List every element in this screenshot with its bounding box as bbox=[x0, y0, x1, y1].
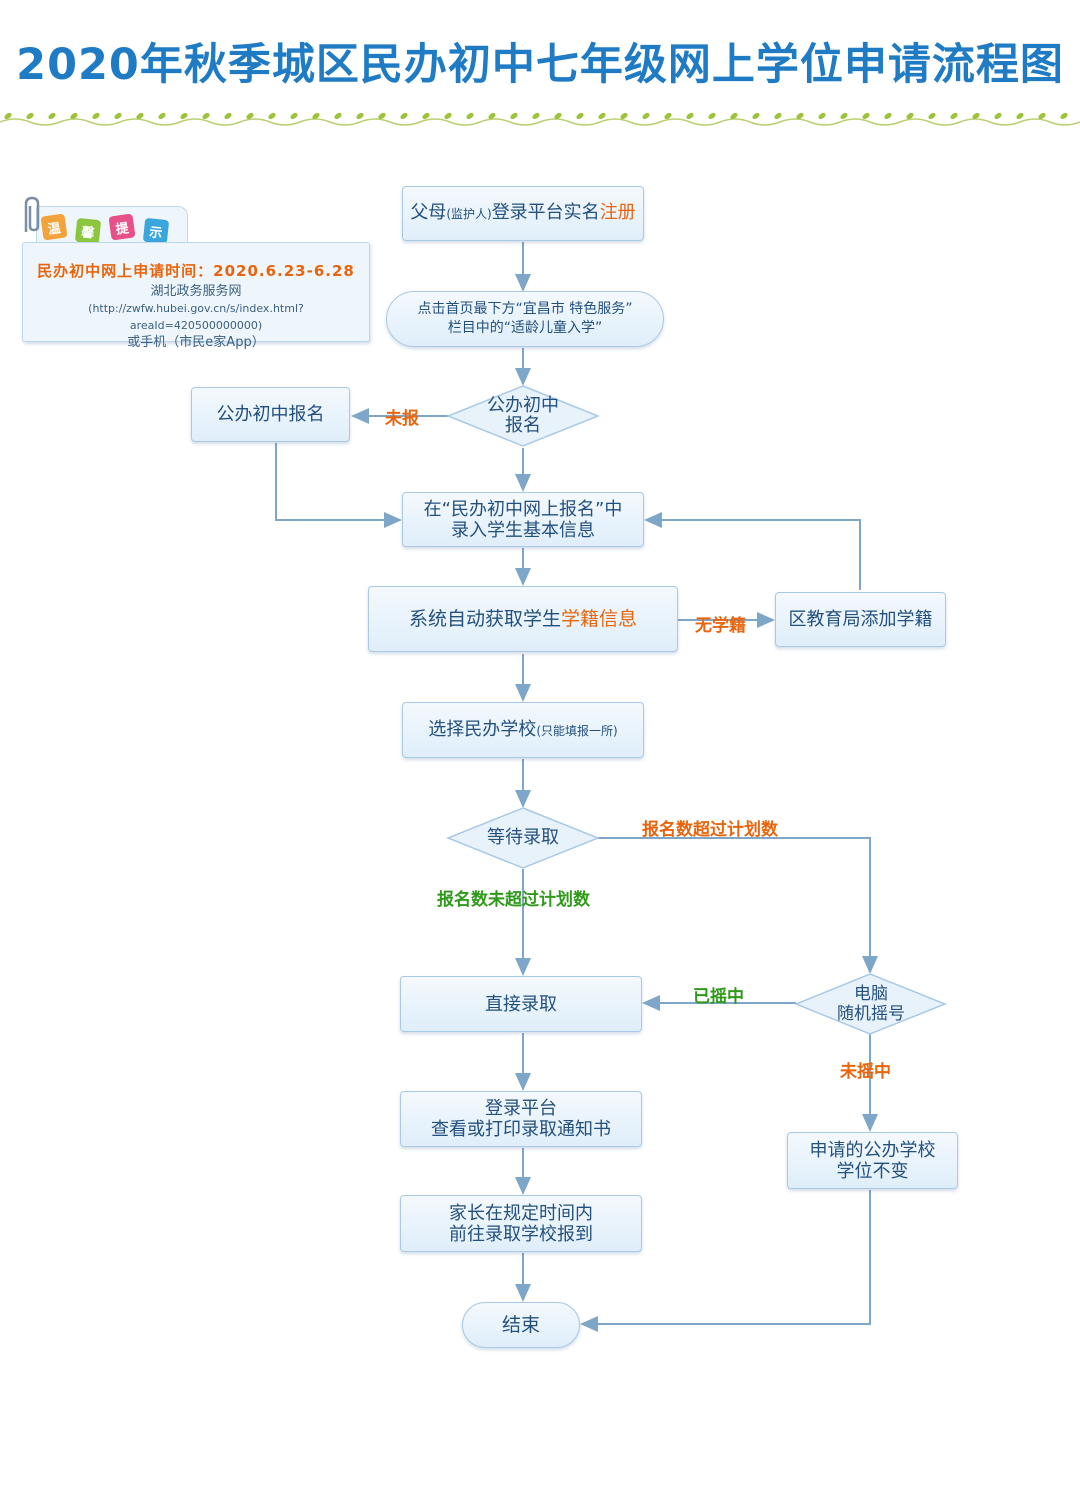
leaf-icon bbox=[158, 112, 166, 120]
label-not-registered: 未报 bbox=[385, 409, 419, 429]
leaf-icon bbox=[620, 112, 628, 120]
leaf-icon bbox=[1038, 112, 1046, 120]
leaf-icon bbox=[114, 112, 122, 120]
leaf-icon bbox=[796, 112, 804, 120]
node-report: 家长在规定时间内前往录取学校报到 bbox=[400, 1195, 642, 1252]
diamond-public-question bbox=[445, 385, 601, 447]
diamond-wait-text: 等待录取 bbox=[487, 827, 559, 848]
leaf-icon bbox=[708, 112, 716, 120]
tip-card: 民办初中网上申请时间：2020.6.23-6.28 湖北政务服务网 (http:… bbox=[22, 242, 370, 350]
tip-time: 民办初中网上申请时间：2020.6.23-6.28 bbox=[37, 262, 355, 280]
node-enter-info: 在“民办初中网上报名”中录入学生基本信息 bbox=[402, 492, 644, 547]
label-over-plan: 报名数超过计划数 bbox=[642, 820, 778, 840]
diamond-lottery-text: 电脑随机摇号 bbox=[837, 984, 905, 1024]
node-register: 父母(监护人)登录平台实名注册 bbox=[402, 186, 644, 241]
leaf-icon bbox=[906, 112, 914, 120]
leaf-icon bbox=[774, 112, 782, 120]
node-system-fetch: 系统自动获取学生学籍信息 bbox=[368, 586, 678, 652]
leaf-icon bbox=[92, 112, 100, 120]
leaf-icon bbox=[444, 112, 452, 120]
leaf-icon bbox=[818, 112, 826, 120]
leaf-icon bbox=[268, 112, 276, 120]
edge-wait-lottery bbox=[598, 837, 878, 974]
leaf-icon bbox=[928, 112, 936, 120]
leaf-icon bbox=[4, 112, 12, 120]
tip-app-line: 或手机（市民e家App） bbox=[127, 335, 265, 350]
leaf-icon bbox=[246, 112, 254, 120]
node-print-notice: 登录平台查看或打印录取通知书 bbox=[400, 1091, 642, 1147]
diamond-lottery bbox=[794, 973, 948, 1035]
leaf-icon bbox=[136, 112, 144, 120]
edge-keep-end bbox=[580, 1190, 871, 1332]
leaf-icon bbox=[730, 112, 738, 120]
leaf-icon bbox=[26, 112, 34, 120]
leaf-icon bbox=[70, 112, 78, 120]
leaf-icon bbox=[378, 112, 386, 120]
node-end: 结束 bbox=[462, 1302, 580, 1348]
leaf-icon bbox=[334, 112, 342, 120]
page-title: 2020年秋季城区民办初中七年级网上学位申请流程图 bbox=[16, 40, 1064, 90]
node-choose-school: 选择民办学校(只能填报一所) bbox=[402, 702, 644, 758]
leaf-icon bbox=[994, 112, 1002, 120]
leaf-icon bbox=[356, 112, 364, 120]
node-click-home: 点击首页最下方“宜昌市 特色服务” 栏目中的“适龄儿童入学” bbox=[386, 291, 664, 347]
leaf-icon bbox=[290, 112, 298, 120]
leaf-icon bbox=[1060, 112, 1068, 120]
node-public-keep: 申请的公办学校学位不变 bbox=[787, 1132, 958, 1189]
leaf-icon bbox=[884, 112, 892, 120]
node-add-record: 区教育局添加学籍 bbox=[775, 592, 946, 647]
leaf-icon bbox=[664, 112, 672, 120]
leaf-icon bbox=[312, 112, 320, 120]
label-not-won: 未摇中 bbox=[840, 1062, 891, 1082]
leaf-icon bbox=[950, 112, 958, 120]
label-within-plan: 报名数未超过计划数 bbox=[437, 890, 590, 910]
leaf-icon bbox=[510, 112, 518, 120]
diamond-public-question-text: 公办初中报名 bbox=[487, 395, 559, 436]
leaf-icon bbox=[840, 112, 848, 120]
leaf-icon bbox=[422, 112, 430, 120]
leaf-icon bbox=[466, 112, 474, 120]
leaf-icon bbox=[598, 112, 606, 120]
leaf-icon bbox=[686, 112, 694, 120]
vine-divider bbox=[0, 112, 1080, 126]
leaf-icon bbox=[642, 112, 650, 120]
diamond-wait bbox=[445, 807, 601, 869]
leaf-icon bbox=[752, 112, 760, 120]
node-direct-admit: 直接录取 bbox=[400, 976, 642, 1032]
leaf-icon bbox=[532, 112, 540, 120]
edge-public-enter bbox=[275, 443, 402, 528]
leaf-icon bbox=[576, 112, 584, 120]
label-won: 已摇中 bbox=[693, 987, 744, 1007]
leaf-icon bbox=[1016, 112, 1024, 120]
leaf-icon bbox=[48, 112, 56, 120]
leaf-icon bbox=[488, 112, 496, 120]
edge-add-enter bbox=[644, 512, 861, 590]
node-public-signup: 公办初中报名 bbox=[191, 387, 350, 442]
label-no-record: 无学籍 bbox=[695, 616, 746, 636]
leaf-icon bbox=[202, 112, 210, 120]
leaf-icon bbox=[180, 112, 188, 120]
tip-site-url: (http://zwfw.hubei.gov.cn/s/index.html?a… bbox=[88, 302, 304, 332]
leaf-icon bbox=[972, 112, 980, 120]
paperclip-icon bbox=[24, 196, 40, 232]
leaf-icon bbox=[400, 112, 408, 120]
leaf-icon bbox=[862, 112, 870, 120]
leaf-icon bbox=[224, 112, 232, 120]
leaf-icon bbox=[554, 112, 562, 120]
tip-site-name: 湖北政务服务网 bbox=[150, 284, 242, 299]
